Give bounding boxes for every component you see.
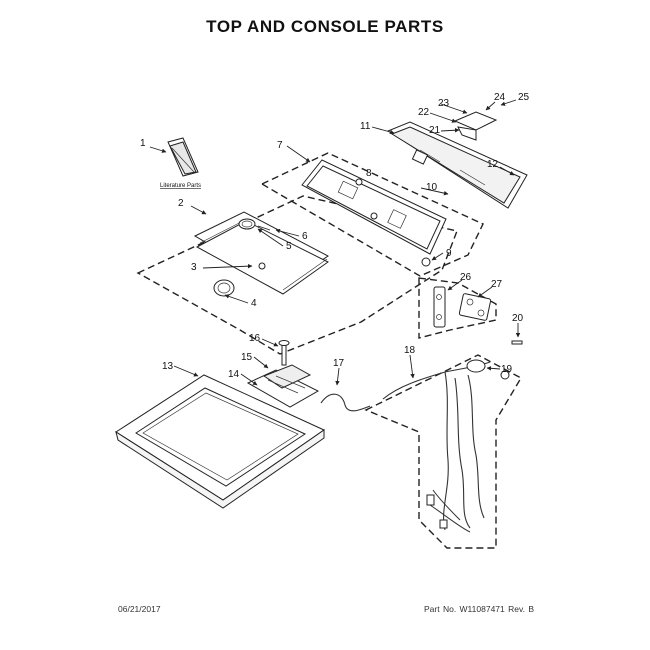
callout-1: 1	[140, 138, 146, 149]
callout-7: 7	[277, 140, 283, 151]
washer-top-panel: 13	[115, 361, 326, 509]
callout-24: 24	[494, 92, 506, 103]
callout-25: 25	[518, 92, 530, 103]
callout-27: 27	[491, 279, 503, 290]
callout-17: 17	[333, 358, 345, 369]
callout-2: 2	[178, 198, 184, 209]
callout-12: 12	[487, 159, 499, 170]
callout-14: 14	[228, 369, 240, 380]
footer-date: 06/21/2017	[118, 604, 161, 614]
callout-3: 3	[191, 262, 197, 273]
console-rear-bracket: 11 10 12 23 22 21 24 25	[360, 92, 530, 209]
callout-21: 21	[429, 125, 441, 136]
callout-10: 10	[426, 182, 438, 193]
callout-9: 9	[446, 248, 452, 259]
callout-11: 11	[360, 121, 371, 132]
console-lid-assembly: 2 3 4 5 6	[136, 195, 458, 355]
literature-parts: 1 Literature Parts	[140, 137, 201, 189]
callout-6: 6	[302, 231, 308, 242]
callout-26: 26	[460, 272, 472, 283]
literature-parts-label: Literature Parts	[160, 183, 201, 189]
callout-22: 22	[418, 107, 430, 118]
callout-8: 8	[366, 168, 372, 179]
callout-18: 18	[404, 345, 416, 356]
callout-19: 19	[501, 364, 513, 375]
hinge-bracket: 16 15 14	[228, 333, 320, 408]
callout-16: 16	[249, 333, 261, 344]
console-backsplash: 7 8 9	[260, 140, 484, 277]
lid-lock-assembly: 26 27	[418, 272, 503, 339]
callout-5: 5	[286, 241, 292, 252]
page-title: TOP AND CONSOLE PARTS	[206, 17, 444, 36]
callout-15: 15	[241, 352, 253, 363]
callout-13: 13	[162, 361, 174, 372]
callout-20: 20	[512, 313, 524, 324]
wire-harness: 17 18 19 20	[320, 313, 524, 549]
callout-4: 4	[251, 298, 257, 309]
callout-23: 23	[438, 98, 450, 109]
footer-part-number: Part No. W11087471 Rev. B	[424, 604, 534, 614]
